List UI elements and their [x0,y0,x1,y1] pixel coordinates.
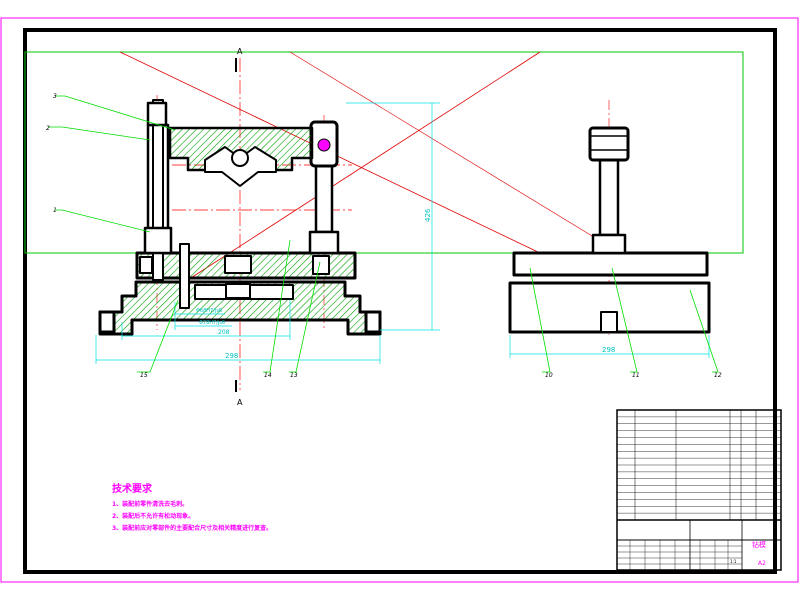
left-top-nut [146,101,168,127]
sheet-trim-border [0,17,799,583]
title-block [617,520,781,570]
side-column [598,158,620,237]
plate-pocket [312,255,330,275]
balloon-11: 11 [632,372,640,379]
plate-center-insert [224,255,252,274]
plate-pocket [139,256,153,274]
section-label-top: A [237,47,243,56]
drawing-frame [23,28,777,574]
side-view: 298 [508,126,711,358]
balloon-leaders [48,95,719,373]
title-block-sheet: A2 [758,560,766,567]
right-column-nut [308,230,340,255]
base-body [98,280,382,336]
balloon-10: 10 [545,372,553,379]
balloon-1: 1 [53,207,57,214]
technical-requirement-item: 3、装配前应对零部件的主要配合尺寸及相关精度进行复查。 [112,525,273,532]
dimension-fit-1: Φ68H7/js6 [196,308,222,314]
parts-list [616,409,782,571]
balloon-12: 12 [714,372,722,379]
dimension-base-width: 208 [218,329,230,336]
technical-requirements-title: 技术要求 [112,484,152,495]
balloon-labels: 3 2 1 15 14 13 10 11 12 [46,93,722,379]
balloon-3: 3 [53,93,57,100]
front-view: 298 208 Φ68H7/js6 Φ78H7/js6 426 [95,99,440,364]
dimensions-front [95,102,440,364]
technical-requirement-item: 2、装配后不允许有松动现象。 [112,513,195,520]
dimension-fit-2: Φ78H7/js6 [199,320,225,326]
hinge-pin [317,138,331,152]
balloon-13: 13 [290,372,298,379]
side-top-block [588,126,630,162]
clamp-pin [179,243,190,309]
dimension-overall-height: 426 [424,208,432,222]
view-reference-box [24,51,744,254]
workpiece [231,149,249,167]
dimension-side-width: 298 [602,346,615,354]
dimension-overall-width: 298 [225,352,238,360]
side-locating-plate [512,251,709,277]
side-column-nut [591,233,627,255]
balloon-2: 2 [46,125,50,132]
left-column-bolt [152,99,164,281]
base-foot [364,310,382,334]
technical-requirement-item: 1、装配前零件清洗去毛刺。 [112,501,189,508]
diagonal-line [289,51,621,254]
title-block-scale: 1:1 [730,559,737,564]
balloon-15: 15 [140,372,148,379]
base-center-bushing [225,283,251,299]
title-block-drawing-name: 钻模 [752,540,766,549]
base-foot [98,310,116,334]
side-locating-pin [600,311,618,333]
technical-requirements: 技术要求 1、装配前零件清洗去毛刺。 2、装配后不允许有松动现象。 3、装配前应… [112,480,272,535]
balloon-14: 14 [264,372,272,379]
section-label-bottom: A [237,398,243,407]
